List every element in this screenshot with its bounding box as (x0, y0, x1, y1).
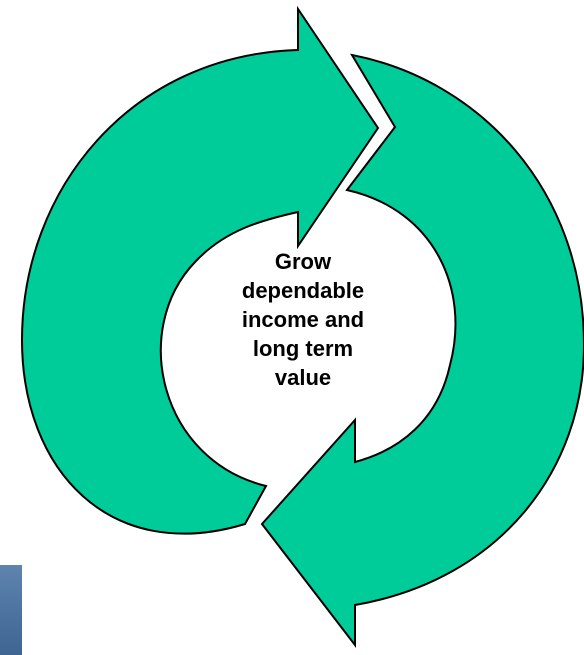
center-label-line-1: Grow (274, 249, 332, 274)
left-cycle-arrow (20, 5, 380, 535)
center-label-line-5: value (274, 365, 332, 390)
center-label: Grow dependable income and long term val… (195, 247, 411, 392)
center-label-line-4: long term (252, 336, 354, 361)
right-cycle-arrow (260, 53, 584, 648)
decorative-side-strip (0, 565, 22, 655)
center-label-line-2: dependable (241, 278, 365, 303)
center-label-line-3: income and (241, 307, 365, 332)
